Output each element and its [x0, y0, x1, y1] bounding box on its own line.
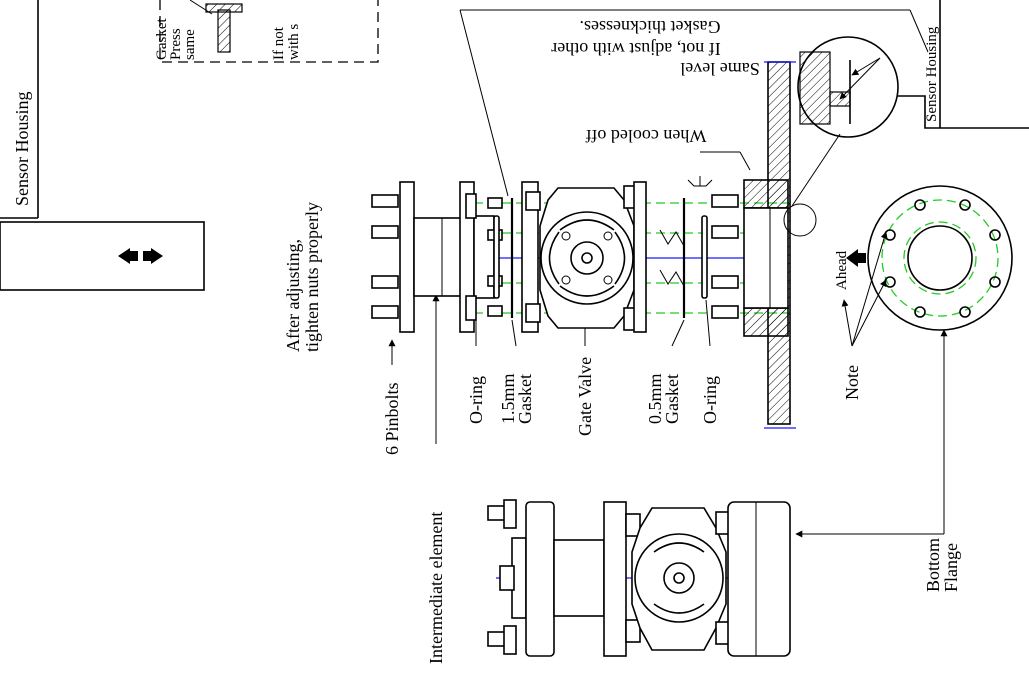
pinbolts-label: 6 Pinbolts [382, 382, 402, 455]
oring-top-label: O-ring [466, 376, 486, 424]
after-adjusting-line1: After adjusting, [283, 239, 303, 352]
gate-valve [521, 181, 647, 333]
sensor-housing-label-left: Sensor Housing [12, 91, 32, 206]
vessel-wall [743, 61, 796, 429]
gasket-05-label-b: Gasket [662, 374, 682, 424]
note-label: Note [842, 365, 862, 400]
direction-arrows-icon [118, 248, 163, 264]
exploded-assembly [371, 61, 817, 429]
gasket-thicknesses-label: Gasket thicknesses. [580, 17, 721, 37]
sensor-housing-left [0, 0, 205, 291]
inset-gasket-text: Gasket [154, 18, 170, 60]
gasket-15-label-b: Gasket [515, 374, 535, 424]
gasket-inset [159, 0, 379, 63]
detail-circle [791, 36, 899, 207]
same-level-label: Same level [680, 59, 759, 79]
pinbolts [371, 194, 399, 319]
assembled-view [487, 499, 791, 657]
after-adjusting-line2: tighten nuts properly [302, 202, 322, 352]
ahead-label: Ahead [834, 250, 850, 290]
when-cooled-label: When cooled off [586, 126, 707, 146]
gasket-15-label-a: 1.5mm [498, 373, 518, 424]
sensor-housing-label-right: Sensor Housing [924, 26, 940, 122]
gasket-05-label-a: 0.5mm [645, 373, 665, 424]
bottom-flange-label-2: Flange [941, 543, 961, 592]
ahead-arrow-icon [846, 249, 866, 267]
top-flange [399, 181, 415, 333]
inset-with-text: with s [286, 24, 302, 60]
if-not-adjust-label: If not, adjust with other [551, 39, 720, 59]
inset-press-text: Press [168, 28, 184, 60]
gate-valve-label: Gate Valve [575, 357, 595, 436]
inset-same-text: same [182, 29, 198, 60]
flange-top-view [867, 185, 1013, 331]
bottom-flange-label-1: Bottom [923, 538, 943, 592]
intermediate-element-label: Intermediate element [426, 512, 446, 664]
inset-ifnot-text: If not [271, 26, 287, 60]
oring-bottom-label: O-ring [700, 376, 720, 424]
